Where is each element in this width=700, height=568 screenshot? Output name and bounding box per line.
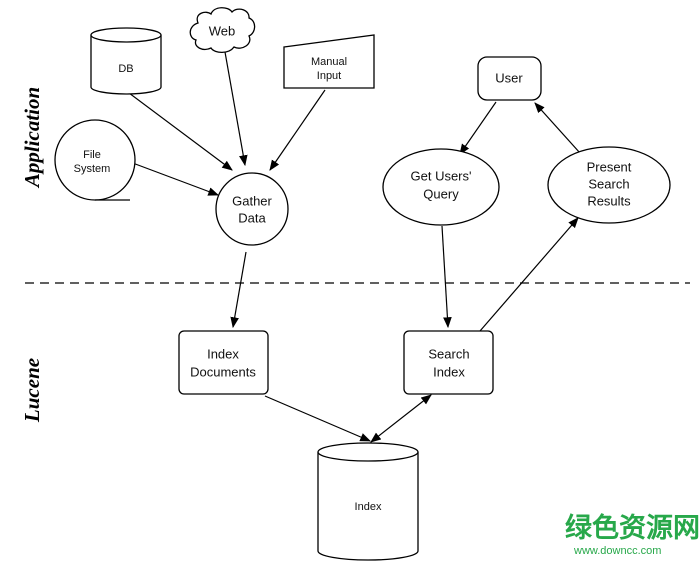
file-system-line-1: File: [83, 149, 101, 161]
get-query-node: Get Users' Query: [382, 148, 500, 226]
user-node: User: [477, 56, 542, 101]
edge-present-to-user: [534, 102, 581, 154]
index-documents-line-2: Documents: [190, 364, 256, 379]
present-results-node: Present Search Results: [547, 146, 671, 224]
manual-input-node: Manual Input: [283, 34, 375, 89]
section-label-application: Application: [20, 87, 44, 189]
gather-data-line-1: Gather: [232, 193, 272, 208]
edge-manual-to-gather: [269, 89, 326, 171]
get-query-line-2: Query: [423, 186, 459, 201]
edge-gather-to-indexdocs: [230, 251, 247, 329]
edge-db-to-gather: [124, 89, 233, 171]
edge-query-to-search: [441, 225, 452, 329]
search-index-line-1: Search: [428, 346, 469, 361]
gather-data-line-2: Data: [238, 210, 266, 225]
present-results-line-2: Search: [588, 176, 629, 191]
user-label: User: [495, 70, 523, 85]
present-results-line-1: Present: [587, 159, 632, 174]
manual-input-line-2: Input: [317, 70, 341, 82]
file-system-line-2: System: [74, 163, 111, 175]
edge-web-to-gather: [224, 51, 248, 167]
edge-indexdocs-to-index: [264, 395, 371, 442]
manual-input-line-1: Manual: [311, 56, 347, 68]
edge-search-index-bidirectional: [370, 394, 432, 443]
search-index-line-2: Index: [433, 364, 465, 379]
search-index-node: Search Index: [403, 330, 494, 395]
edges: [124, 51, 581, 443]
edge-search-to-present: [479, 217, 579, 332]
web-node: Web: [189, 7, 256, 54]
watermark-url: www.downcc.com: [573, 545, 661, 557]
index-label: Index: [355, 501, 382, 513]
index-node: Index: [317, 442, 419, 561]
web-label: Web: [209, 23, 236, 38]
watermark: 绿色资源网 www.downcc.com: [565, 512, 700, 557]
watermark-title: 绿色资源网: [565, 512, 700, 544]
edge-user-to-query: [459, 101, 497, 155]
section-label-lucene: Lucene: [20, 358, 44, 423]
edge-filesystem-to-gather: [129, 161, 220, 196]
gather-data-node: Gather Data: [215, 172, 289, 246]
db-node: DB: [90, 27, 162, 95]
index-documents-line-1: Index: [207, 346, 239, 361]
present-results-line-3: Results: [587, 193, 631, 208]
index-documents-node: Index Documents: [178, 330, 269, 395]
file-system-node: File System: [54, 119, 136, 201]
db-label: DB: [118, 63, 133, 75]
get-query-line-1: Get Users': [411, 168, 472, 183]
